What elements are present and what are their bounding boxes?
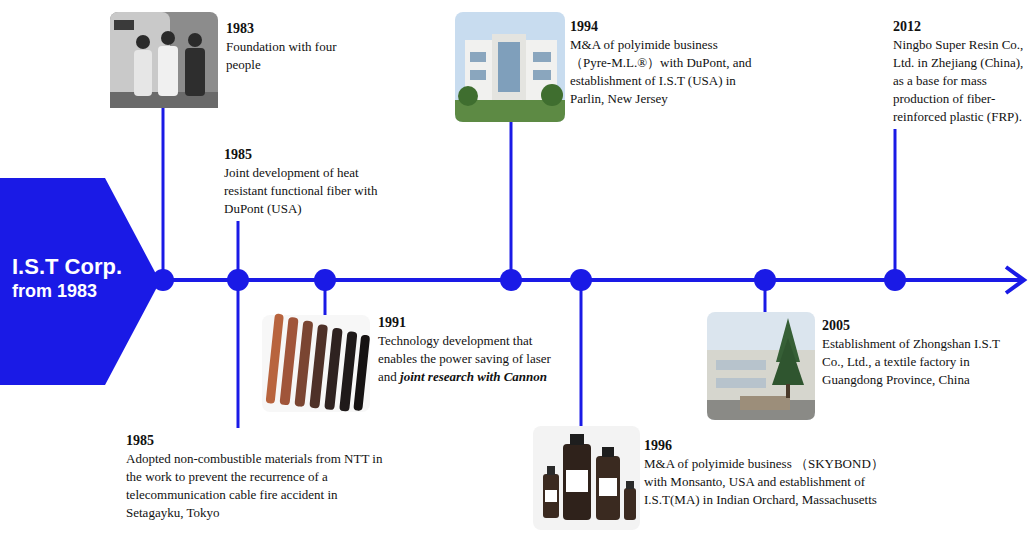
photo-sky bbox=[707, 312, 815, 420]
event-year: 2012 bbox=[893, 18, 1026, 35]
banner-title: I.S.T Corp. bbox=[12, 254, 160, 280]
bottle-label bbox=[545, 490, 557, 502]
building-tower bbox=[492, 34, 526, 100]
event-year: 1983 bbox=[226, 20, 366, 37]
event-text: Adopted non-combustible materials from N… bbox=[126, 451, 382, 520]
tree-trunk bbox=[786, 384, 790, 398]
building-window bbox=[470, 70, 486, 80]
stem-line bbox=[894, 129, 897, 280]
bottle-cap bbox=[626, 481, 634, 489]
zhongshan-factory-photo bbox=[707, 312, 815, 420]
bottle bbox=[624, 488, 636, 520]
person-head bbox=[188, 33, 202, 47]
event-text: Joint development of heat resistant func… bbox=[224, 165, 377, 216]
event-text: Foundation with four people bbox=[226, 39, 337, 72]
photo-sign bbox=[114, 20, 134, 30]
event-year: 1991 bbox=[378, 314, 573, 331]
event-year: 1985 bbox=[224, 146, 384, 163]
timeline-dots bbox=[152, 269, 906, 291]
person-body bbox=[158, 46, 178, 96]
company-banner: I.S.T Corp.from 1983 bbox=[0, 178, 160, 385]
timeline-event: 1983Foundation with four people bbox=[226, 20, 366, 73]
tube bbox=[324, 328, 343, 411]
event-year: 1985 bbox=[126, 432, 388, 449]
person-head bbox=[161, 31, 175, 45]
building-window bbox=[533, 70, 551, 80]
factory-sign-wall bbox=[740, 396, 790, 410]
event-year: 2005 bbox=[822, 317, 1012, 334]
stem-line bbox=[510, 122, 513, 280]
bottle-cap bbox=[602, 447, 614, 457]
timeline-event: 2012Ningbo Super Resin Co., Ltd. in Zhej… bbox=[893, 18, 1026, 125]
timeline-event: 1996M&A of polyimide business （SKYBOND） … bbox=[644, 437, 884, 508]
timeline-event: 1991Technology development that enables … bbox=[378, 314, 573, 385]
photo-sky bbox=[455, 12, 565, 122]
event-text: Establishment of Zhongshan I.S.T Co., Lt… bbox=[822, 336, 1000, 387]
event-year: 1994 bbox=[570, 18, 760, 35]
timeline-dot bbox=[500, 269, 522, 291]
banner-subtitle: from 1983 bbox=[12, 280, 160, 302]
tube bbox=[279, 317, 298, 406]
bottle bbox=[543, 474, 559, 518]
timeline-dot bbox=[570, 269, 592, 291]
timeline-event: 1985Joint development of heat resistant … bbox=[224, 146, 384, 217]
tube bbox=[309, 324, 328, 409]
tube bbox=[294, 320, 313, 407]
timeline-event: 2005Establishment of Zhongshan I.S.T Co.… bbox=[822, 317, 1012, 388]
tube bbox=[353, 335, 370, 412]
building-glass bbox=[498, 42, 520, 92]
photo-ground bbox=[533, 426, 640, 530]
photo-ground bbox=[110, 12, 218, 108]
photo-tree bbox=[772, 338, 804, 385]
event-text: M&A of polyimide business （Pyre-M.L.®）wi… bbox=[570, 37, 751, 106]
timeline-event: 1985Adopted non-combustible materials fr… bbox=[126, 432, 388, 521]
event-text: Ningbo Super Resin Co., Ltd. in Zhejiang… bbox=[893, 37, 1023, 124]
stem-line bbox=[162, 108, 165, 280]
bottle-label bbox=[599, 478, 617, 496]
bottle bbox=[563, 444, 591, 520]
timeline-dot bbox=[754, 269, 776, 291]
event-emphasis: joint research with Cannon bbox=[400, 369, 547, 384]
timeline-dot bbox=[314, 269, 336, 291]
timeline-dot bbox=[227, 269, 249, 291]
bottle-label bbox=[566, 470, 588, 492]
factory-window bbox=[716, 360, 766, 370]
skybond-bottles-photo bbox=[533, 426, 640, 530]
timeline-dot bbox=[884, 269, 906, 291]
parlin-building-photo bbox=[455, 12, 565, 122]
stem-line bbox=[237, 280, 240, 428]
person-body bbox=[185, 48, 205, 96]
event-year: 1996 bbox=[644, 437, 884, 454]
founders-photo bbox=[110, 12, 218, 108]
banner-pentagon bbox=[0, 178, 160, 385]
event-text: M&A of polyimide business （SKYBOND） with… bbox=[644, 456, 884, 507]
person-body bbox=[134, 50, 152, 96]
stem-line bbox=[580, 280, 583, 426]
bottle-cap bbox=[547, 466, 555, 475]
building-window bbox=[470, 52, 486, 62]
timeline-event: 1994M&A of polyimide business （Pyre-M.L.… bbox=[570, 18, 760, 107]
building-window bbox=[533, 52, 551, 62]
factory-window bbox=[716, 378, 766, 388]
stems bbox=[163, 108, 765, 426]
person-head bbox=[136, 35, 150, 49]
bottle-cap bbox=[570, 434, 584, 445]
bottle bbox=[596, 456, 620, 520]
tubes-photo bbox=[262, 313, 371, 413]
photo-tree bbox=[541, 84, 563, 106]
axis-arrowhead bbox=[1006, 267, 1024, 293]
photo-tree bbox=[458, 86, 478, 106]
